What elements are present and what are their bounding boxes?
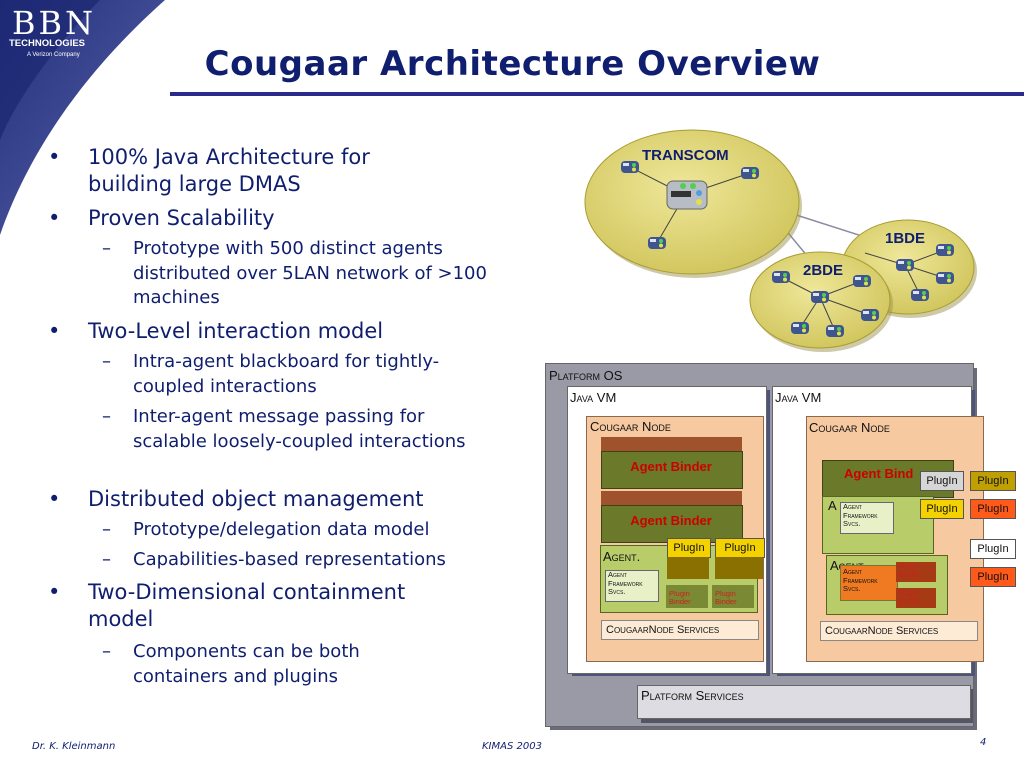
dash-icon: – xyxy=(102,519,111,540)
cougaar-node-label: Cougaar Node xyxy=(809,420,890,435)
plugin-binder-label: Plugin Binder xyxy=(898,588,920,605)
binder-top-edge xyxy=(601,437,742,451)
plugin-box: PlugIn xyxy=(920,499,964,519)
plugin-shadow xyxy=(715,557,763,579)
sub-bullet-item: – Inter-agent message passing for scalab… xyxy=(100,405,495,454)
bullet-dot-icon: • xyxy=(48,487,61,511)
logo-area: BBN TECHNOLOGIES A Verizon Company xyxy=(0,0,170,240)
bullet-text: Proven Scalability xyxy=(88,206,275,230)
binder-top-edge xyxy=(601,491,742,505)
plugin-box: PlugIn xyxy=(715,538,765,558)
bullet-dot-icon: • xyxy=(48,580,61,604)
plugin-shadow xyxy=(667,557,709,579)
cougaar-node-label: Cougaar Node xyxy=(590,419,671,434)
page-number: 4 xyxy=(980,737,987,748)
agent-binder-label: Agent Binder xyxy=(630,513,712,528)
plugin-binder-label: Plugin Binder xyxy=(898,562,920,579)
bullet-item: • Two-Dimensional containment model xyxy=(48,579,440,633)
plugin-binder-label: Plugin Binder xyxy=(715,589,737,606)
agent-framework-box xyxy=(840,565,898,601)
bullet-item: • Two-Level interaction model xyxy=(48,318,460,345)
agent-label: Agent. xyxy=(603,549,641,564)
plugin-binder-box xyxy=(896,562,936,582)
plugin-binder-box xyxy=(896,588,936,608)
platform-services-box xyxy=(637,685,971,719)
java-vm-label: Java VM xyxy=(570,390,617,405)
cluster-label-1bde: 1BDE xyxy=(885,230,926,247)
agent-framework-label: Agent Framework Svcs. xyxy=(843,502,878,528)
dash-icon: – xyxy=(102,641,111,662)
plugin-box: PlugIn xyxy=(970,499,1016,519)
footer-event: KIMAS 2003 xyxy=(482,741,542,752)
bullet-text: Two-Dimensional containment model xyxy=(88,580,406,631)
plugin-box: PlugIn xyxy=(970,567,1016,587)
router-icon xyxy=(666,180,708,210)
dash-icon: – xyxy=(102,549,111,570)
platform-os-label: Platform OS xyxy=(549,368,623,383)
node-services-box: CougaarNode Services xyxy=(820,621,978,641)
sub-bullet-text: Inter-agent message passing for scalable… xyxy=(133,406,466,452)
agent-framework-box xyxy=(840,502,894,534)
sub-bullet-item: – Components can be both containers and … xyxy=(100,640,400,689)
node-services-box: CougaarNode Services xyxy=(601,620,759,640)
sub-bullet-text: Components can be both containers and pl… xyxy=(133,641,360,687)
cluster-label-2bde: 2BDE xyxy=(803,262,844,279)
bullet-text: Distributed object management xyxy=(88,487,424,511)
agent-binder-label: Agent Bind xyxy=(844,466,914,481)
bullet-dot-icon: • xyxy=(48,206,61,230)
agent-letter: A xyxy=(828,498,837,513)
sub-bullet-item: – Intra-agent blackboard for tightly-cou… xyxy=(100,350,495,399)
page-title: Cougaar Architecture Overview xyxy=(204,44,821,84)
agent-framework-box xyxy=(605,570,659,602)
bullet-item: • 100% Java Architecture for building la… xyxy=(48,144,460,198)
bullet-dot-icon: • xyxy=(48,145,61,169)
agent-binder-box xyxy=(601,451,743,489)
sidebar-swoosh xyxy=(0,0,165,235)
platform-services-label: Platform Services xyxy=(641,688,744,703)
dash-icon: – xyxy=(102,238,111,259)
plugin-box: PlugIn xyxy=(920,471,964,491)
dash-icon: – xyxy=(102,351,111,372)
agent-binder-box xyxy=(601,505,743,543)
agent-binder-label: Agent Binder xyxy=(630,459,712,474)
plugin-box: PlugIn xyxy=(667,538,711,558)
sub-bullet-item: – Prototype/delegation data model xyxy=(100,518,495,543)
footer-author: Dr. K. Kleinmann xyxy=(32,741,116,752)
bullet-item: • Proven Scalability xyxy=(48,205,460,232)
plugin-binder-box xyxy=(666,585,708,608)
plugin-binder-box xyxy=(712,585,754,608)
bullet-text: Two-Level interaction model xyxy=(88,319,384,343)
sub-bullet-text: Prototype with 500 distinct agents distr… xyxy=(133,238,487,308)
agent-framework-label: Agent Framework Svcs. xyxy=(843,567,878,593)
plugin-box: PlugIn xyxy=(970,539,1016,559)
logo-tagline: A Verizon Company xyxy=(27,52,80,58)
sub-bullet-text: Prototype/delegation data model xyxy=(133,519,430,540)
plugin-binder-label: Plugin Binder xyxy=(669,589,691,606)
java-vm-label: Java VM xyxy=(775,390,822,405)
title-divider xyxy=(170,92,1024,96)
logo-name: BBN xyxy=(12,4,97,42)
dash-icon: – xyxy=(102,406,111,427)
bullet-dot-icon: • xyxy=(48,319,61,343)
agent-framework-label: Agent Framework Svcs. xyxy=(608,570,643,596)
sub-bullet-text: Intra-agent blackboard for tightly-coupl… xyxy=(133,351,440,397)
sub-bullet-item: – Prototype with 500 distinct agents dis… xyxy=(100,237,495,311)
logo-subtitle: TECHNOLOGIES xyxy=(9,38,86,49)
agent-network-diagram xyxy=(584,129,977,352)
sub-bullet-item: – Capabilities-based representations xyxy=(100,548,495,573)
bullet-item: • Distributed object management xyxy=(48,486,460,513)
bullet-text: 100% Java Architecture for building larg… xyxy=(88,145,370,196)
sub-bullet-text: Capabilities-based representations xyxy=(133,549,446,570)
plugin-box: PlugIn xyxy=(970,471,1016,491)
cluster-label-transcom: TRANSCOM xyxy=(642,147,729,164)
